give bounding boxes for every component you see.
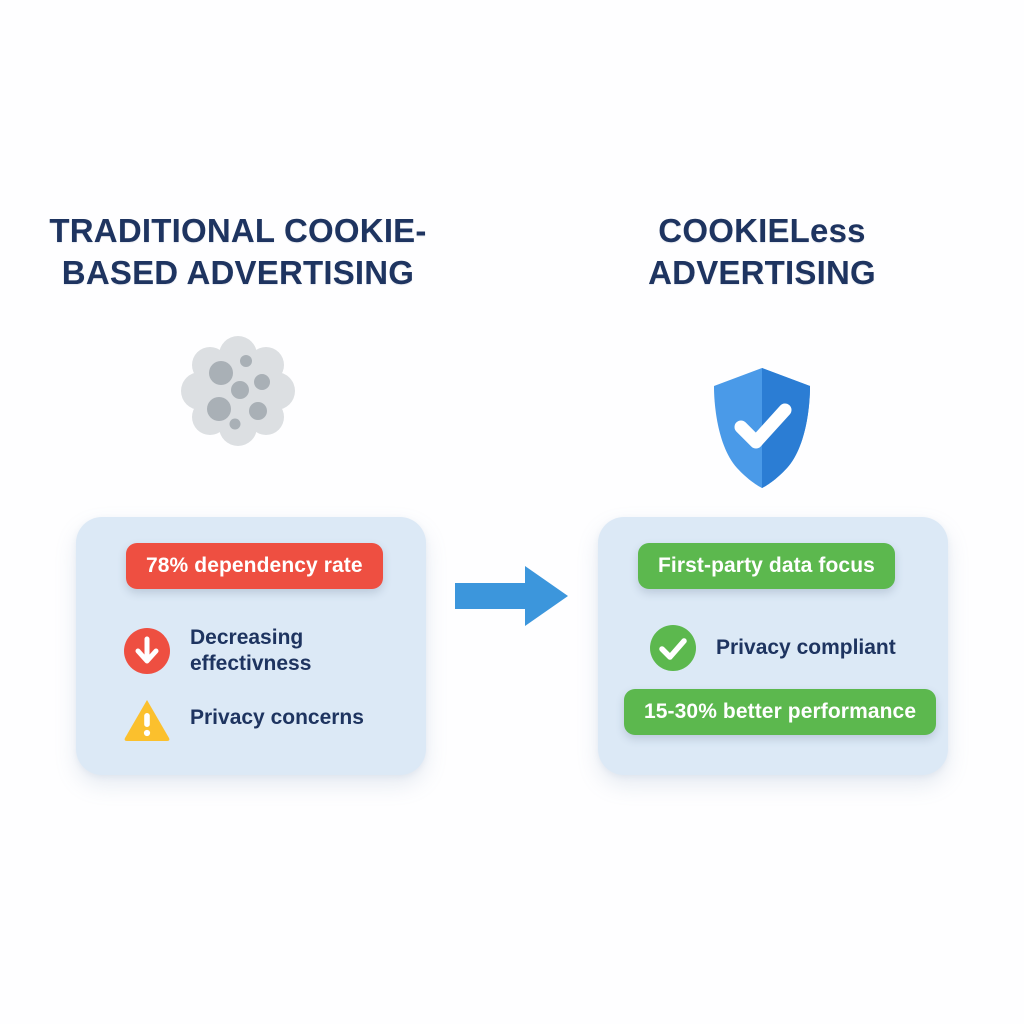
decreasing-effectiveness-row: Decreasing effectivness <box>98 625 404 678</box>
cookie-icon-area <box>38 316 438 466</box>
spacer <box>98 599 404 625</box>
first-party-data-pill: First-party data focus <box>638 543 895 589</box>
cookieless-heading: COOKIELess ADVERTISING <box>648 212 876 292</box>
cookie-icon <box>181 336 295 447</box>
better-performance-pill: 15-30% better performance <box>624 689 937 735</box>
dependency-rate-pill: 78% dependency rate <box>126 543 383 589</box>
arrow-down-circle-icon <box>124 628 170 675</box>
spacer <box>620 599 926 625</box>
privacy-concerns-row: Privacy concerns <box>98 696 404 742</box>
warning-triangle-icon <box>124 696 170 742</box>
privacy-concerns-label: Privacy concerns <box>190 706 364 730</box>
cookieless-card: First-party data focus Privacy compliant… <box>598 517 948 775</box>
privacy-compliant-label: Privacy compliant <box>716 635 896 659</box>
check-circle-icon <box>650 625 696 671</box>
spacer <box>98 678 404 696</box>
traditional-column: TRADITIONAL COOKIE-BASED ADVERTISING <box>38 210 438 466</box>
spacer <box>620 671 926 689</box>
shield-icon-area <box>562 354 962 504</box>
privacy-compliant-row: Privacy compliant <box>620 625 926 671</box>
better-performance-pill-row: 15-30% better performance <box>620 689 937 735</box>
decreasing-effectiveness-label: Decreasing effectivness <box>190 626 312 676</box>
traditional-heading: TRADITIONAL COOKIE-BASED ADVERTISING <box>49 212 427 292</box>
first-party-pill-row: First-party data focus <box>620 543 926 589</box>
dependency-pill-row: 78% dependency rate <box>98 543 404 589</box>
transition-arrow <box>455 565 570 627</box>
traditional-card: 78% dependency rate Decreasing effectivn… <box>76 517 426 775</box>
arrow-right-icon <box>455 566 568 626</box>
shield-check-icon <box>713 368 811 489</box>
cookieless-column: COOKIELess ADVERTISING <box>562 210 962 504</box>
